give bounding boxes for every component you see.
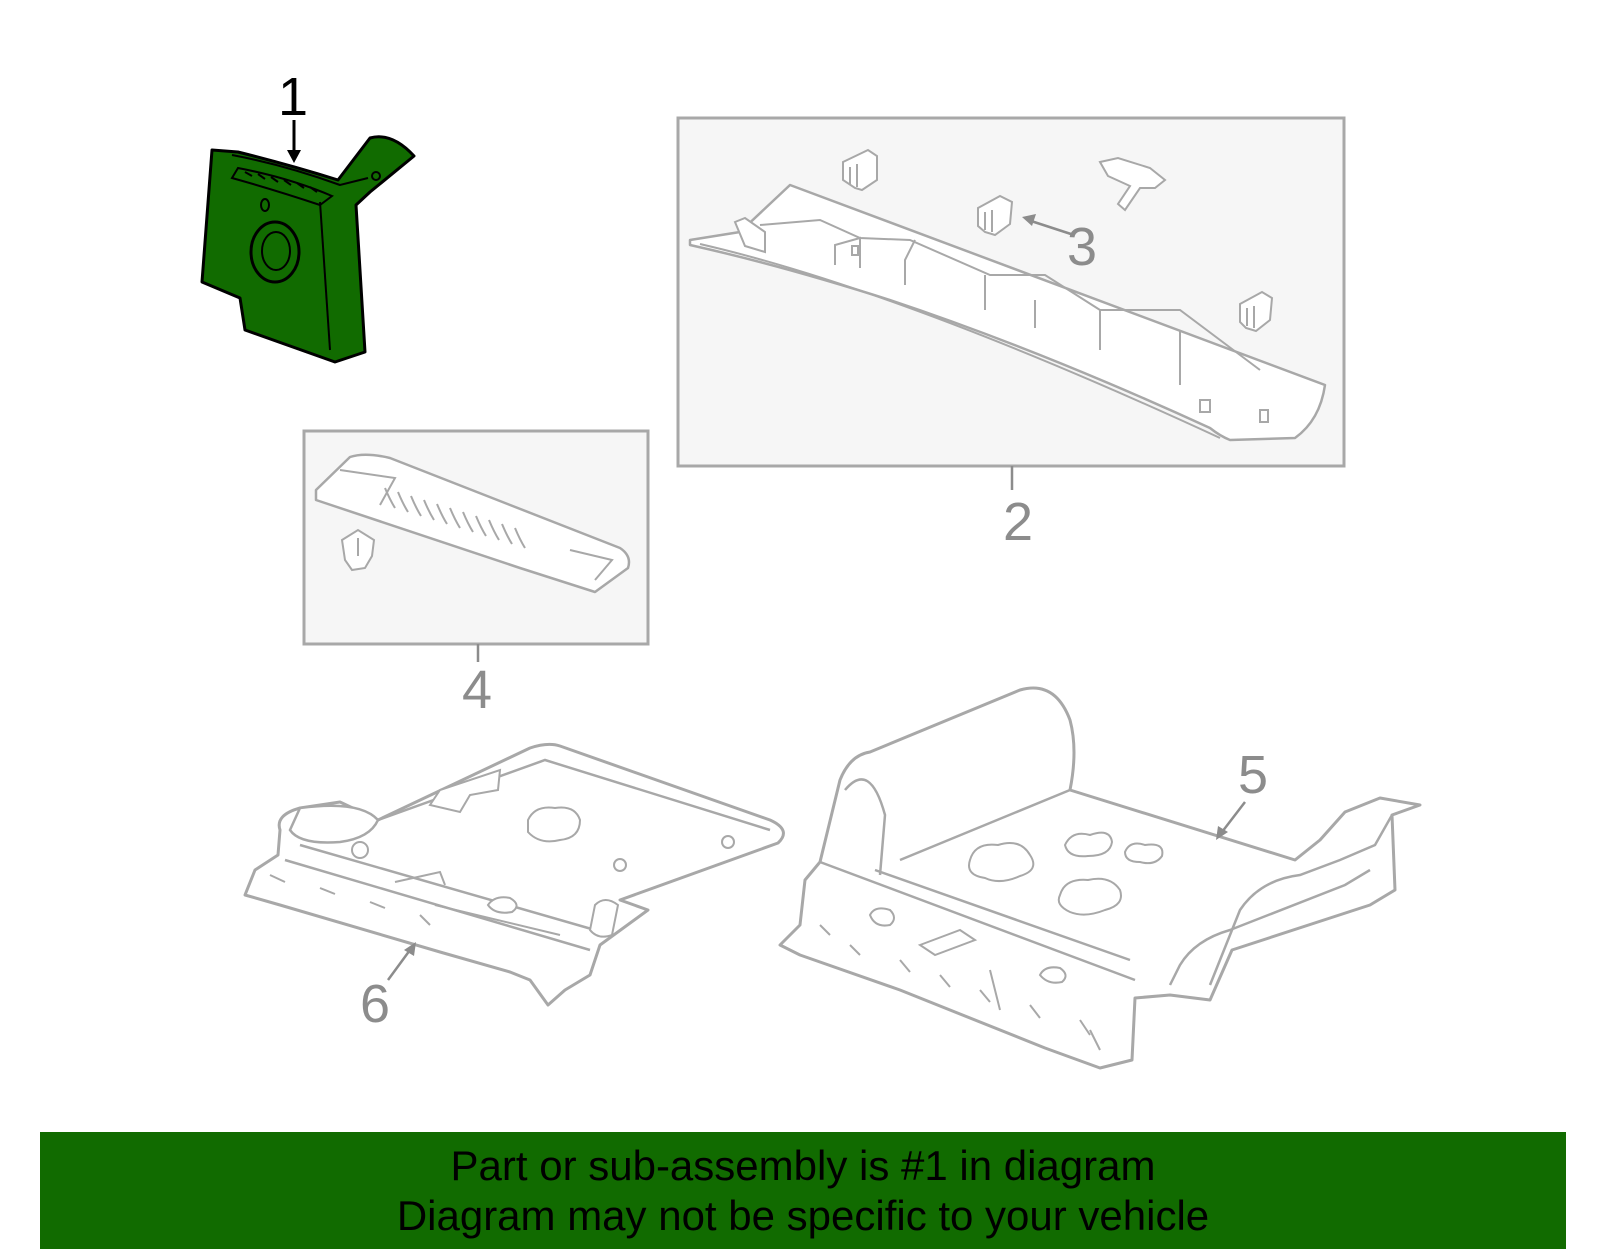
- part-5-floor-panel[interactable]: [778, 686, 1422, 1070]
- callout-1-leader: [287, 120, 301, 163]
- part-1-trim-panel[interactable]: [200, 135, 416, 364]
- banner-line-part-number: Part or sub-assembly is #1 in diagram: [450, 1141, 1156, 1189]
- callout-4[interactable]: 4: [462, 660, 492, 720]
- part-4-inset-box[interactable]: [302, 429, 650, 646]
- callout-5-leader: [1216, 801, 1246, 840]
- callout-3[interactable]: 3: [1067, 217, 1097, 277]
- info-banner: Part or sub-assembly is #1 in diagram Di…: [40, 1132, 1566, 1249]
- callout-5[interactable]: 5: [1238, 745, 1268, 805]
- callout-2[interactable]: 2: [1003, 492, 1033, 552]
- callout-6[interactable]: 6: [360, 974, 390, 1034]
- banner-line-disclaimer: Diagram may not be specific to your vehi…: [396, 1191, 1210, 1239]
- part-6-rear-floor-panel[interactable]: [243, 742, 785, 1007]
- callout-6-leader: [386, 942, 416, 981]
- part-2-inset-box[interactable]: [676, 116, 1346, 468]
- callout-1[interactable]: 1: [278, 67, 308, 127]
